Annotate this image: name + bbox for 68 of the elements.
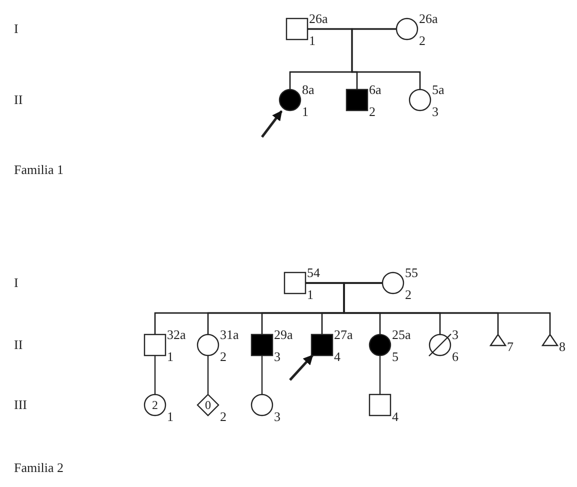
- age-label: 54: [307, 266, 320, 279]
- individual-number: 2: [220, 350, 226, 363]
- affected-male-square: [251, 334, 273, 356]
- individual-number: 1: [302, 105, 308, 118]
- pedigree-line: [261, 356, 263, 394]
- family-caption: Familia 1: [14, 163, 64, 176]
- individual-number: 7: [507, 340, 514, 353]
- pedigree-line: [351, 28, 421, 89]
- age-label: 55: [405, 266, 418, 279]
- female-circle: [251, 394, 273, 416]
- individual-number: 1: [167, 350, 174, 363]
- triangle-symbol: [542, 334, 558, 346]
- affected-female-circle: [369, 334, 391, 356]
- age-label: 32a: [167, 328, 186, 341]
- individual-number: 1: [307, 288, 314, 301]
- individual-number: 1: [167, 410, 174, 423]
- individual-number: 8: [559, 340, 566, 353]
- pedigree-line: [207, 356, 209, 394]
- age-label: 31a: [220, 328, 239, 341]
- age-label: 27a: [334, 328, 353, 341]
- affected-female-circle: [279, 89, 301, 111]
- female-circle: [197, 334, 219, 356]
- count-number: 2: [151, 397, 159, 414]
- individual-number: 2: [369, 105, 376, 118]
- female-circle: [409, 89, 431, 111]
- female-circle: [382, 272, 404, 294]
- individual-number: 3: [274, 350, 280, 363]
- male-square: [144, 334, 166, 356]
- male-square: [284, 272, 306, 294]
- generation-label: III: [14, 398, 27, 411]
- individual-number: 2: [220, 410, 226, 423]
- individual-number: 2: [405, 288, 412, 301]
- individual-number: 3: [432, 105, 438, 118]
- age-label: 25a: [392, 328, 411, 341]
- male-square: [369, 394, 391, 416]
- age-label: 6a: [369, 83, 382, 96]
- affected-male-square: [346, 89, 368, 111]
- female-circle: [396, 18, 418, 40]
- pedigree-line: [379, 356, 381, 394]
- proband-arrow: [261, 110, 283, 138]
- family-caption: Familia 2: [14, 461, 64, 474]
- female-circle: [144, 394, 166, 416]
- individual-number: 5: [392, 350, 398, 363]
- pedigree-line: [154, 356, 156, 394]
- count-number: 0: [204, 397, 212, 414]
- affected-male-square: [311, 334, 333, 356]
- triangle-symbol: [490, 334, 506, 346]
- age-label: 8a: [302, 83, 314, 96]
- individual-number: 3: [274, 410, 280, 423]
- proband-arrow: [289, 354, 314, 381]
- age-label: 26a: [419, 12, 438, 25]
- individual-number: 4: [334, 350, 340, 363]
- pedigree-line: [343, 282, 551, 334]
- deceased-female-circle: [429, 334, 451, 356]
- age-label: 5a: [432, 83, 444, 96]
- age-label: 29a: [274, 328, 293, 341]
- individual-number: 1: [309, 34, 316, 47]
- generation-label: II: [14, 93, 23, 106]
- individual-number: 4: [392, 410, 398, 423]
- diamond-symbol: [197, 394, 219, 416]
- age-label: 26a: [309, 12, 328, 25]
- generation-label: I: [14, 276, 18, 289]
- generation-label: I: [14, 22, 18, 35]
- individual-number: 6: [452, 350, 458, 363]
- male-square: [286, 18, 308, 40]
- age-label: 3: [452, 328, 458, 341]
- individual-number: 2: [419, 34, 426, 47]
- generation-label: II: [14, 338, 23, 351]
